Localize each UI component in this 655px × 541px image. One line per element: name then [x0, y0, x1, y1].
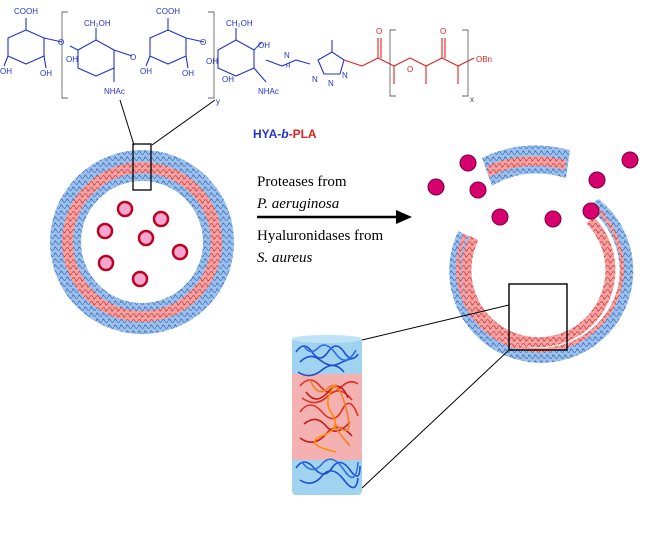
released-cargo: [427, 151, 639, 228]
membrane-zoom-lines: [361, 304, 510, 489]
amine-linker: [265, 59, 311, 67]
label-oh-f: OH: [206, 57, 218, 66]
label-repeat-x: x: [470, 95, 474, 104]
label-triazole-n3: N: [342, 71, 348, 80]
structure-zoom-lines: [119, 99, 216, 146]
cargo-particle: [152, 210, 170, 228]
label-o-link-2: O: [130, 53, 136, 62]
label-obn: OBn: [476, 55, 492, 64]
cargo-particle: [116, 200, 134, 218]
hya-chains-top: [295, 344, 359, 377]
label-o-carbonyl-2: O: [440, 27, 446, 36]
sugar-ring-4: [217, 39, 255, 77]
label-triazole-n2: N: [328, 79, 334, 88]
cargo-particle: [137, 229, 155, 247]
label-oh-e: OH: [182, 69, 194, 78]
hya-chains-bottom: [295, 458, 361, 489]
sugar-ring-1: [7, 29, 45, 65]
condition-p-aeruginosa: P. aeruginosa: [256, 196, 339, 212]
copolymer-name: HYA-b-PLA: [253, 127, 317, 141]
membrane-fragment-core: [487, 156, 566, 177]
cargo-particle: [96, 222, 114, 240]
reaction-arrow-head: [396, 210, 412, 224]
broken-core-layer: [461, 216, 616, 348]
copolymer-name-hya: HYA-: [253, 127, 281, 141]
released-cargo-particle: [621, 151, 639, 169]
intact-vesicle: [50, 143, 234, 334]
membrane-zoom-box: [508, 283, 568, 351]
released-cargo-particle: [427, 178, 445, 196]
label-ch2oh-2: CH₂OH: [226, 19, 253, 28]
label-o-link-3: O: [200, 38, 206, 47]
label-amine-h: H: [286, 64, 290, 70]
condition-hyaluronidases: Hyaluronidases from: [257, 228, 384, 244]
label-cooh-1: COOH: [14, 7, 38, 16]
label-oh-g: OH: [258, 41, 270, 50]
copolymer-name-pla: -PLA: [289, 127, 317, 141]
pla-atom-labels: O O O OBn x: [376, 27, 492, 104]
released-cargo-particle: [491, 208, 509, 226]
cargo-particle: [171, 243, 189, 261]
encapsulated-cargo: [96, 200, 189, 288]
sugar-ring-2: [77, 39, 115, 77]
label-o-link-1: O: [58, 38, 64, 47]
copolymer-name-b: b: [281, 127, 288, 141]
released-cargo-particle: [544, 210, 562, 228]
hya-block-structure: [3, 11, 345, 99]
condition-proteases: Proteases from: [257, 174, 347, 190]
cross-section-top: [292, 335, 362, 343]
reaction-step: Proteases from P. aeruginosa Hyaluronida…: [256, 174, 412, 266]
pla-chains-core: [299, 379, 359, 453]
label-ch2oh-1: CH₂OH: [84, 19, 111, 28]
label-oh-a: OH: [0, 67, 12, 76]
chemical-structure: COOH CH₂OH COOH CH₂OH OH OH OH OH OH OH …: [0, 7, 492, 141]
cargo-particle: [97, 254, 115, 272]
label-triazole-n1: N: [312, 75, 318, 84]
pla-block-structure: [343, 29, 475, 97]
sugar-ring-3: [149, 29, 187, 65]
label-oh-b: OH: [40, 69, 52, 78]
label-oh-d: OH: [140, 67, 152, 76]
released-cargo-particle: [469, 181, 487, 199]
condition-s-aureus: S. aureus: [257, 250, 312, 266]
label-o-carbonyl-1: O: [376, 27, 382, 36]
degraded-vesicle: [427, 145, 639, 363]
cargo-particle: [131, 270, 149, 288]
label-oh-c: OH: [66, 55, 78, 64]
label-o-ester: O: [407, 65, 413, 74]
triazole-ring: [317, 51, 345, 75]
membrane-zoom-box: [132, 143, 152, 191]
label-nhac-1: NHAc: [104, 87, 125, 96]
released-cargo-particle: [459, 154, 477, 172]
released-cargo-particle: [582, 202, 600, 220]
hya-atom-labels: COOH CH₂OH COOH CH₂OH OH OH OH OH OH OH …: [0, 7, 348, 106]
released-cargo-particle: [588, 171, 606, 189]
label-nhac-2: NHAc: [258, 87, 279, 96]
label-oh-h: OH: [222, 75, 234, 84]
label-repeat-y: y: [216, 97, 220, 106]
label-amine-n: N: [284, 51, 290, 60]
label-cooh-2: COOH: [156, 7, 180, 16]
membrane-cross-section: [292, 335, 362, 495]
